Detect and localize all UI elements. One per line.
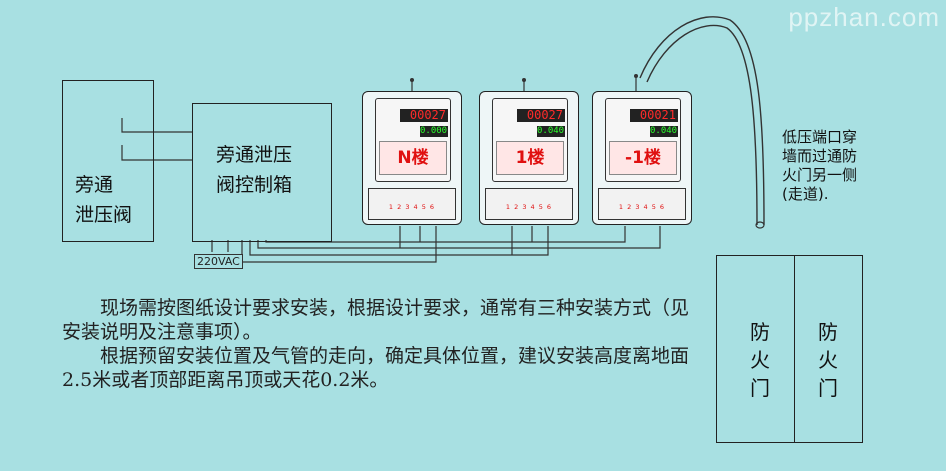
fire-door-left-char: 火	[750, 348, 770, 372]
fire-door	[716, 255, 863, 443]
pipe-note-line2: 墙而过通防	[782, 147, 858, 165]
terminal-block: 1 2 3 4 5 6	[485, 188, 573, 220]
red-display: 00027	[517, 109, 565, 122]
floor-label: 1楼	[496, 141, 564, 175]
fire-door-left-char: 防	[750, 320, 770, 344]
control-box-label-line2: 阀控制箱	[216, 174, 293, 196]
terminal-numbers: 1 2 3 4 5 6	[388, 203, 436, 211]
fire-door-left-label: 防 火 门	[748, 318, 772, 402]
terminal-block: 1 2 3 4 5 6	[598, 188, 686, 220]
fire-door-right-char: 门	[818, 376, 838, 400]
device-panel: 00027 0.000 N楼	[375, 98, 451, 182]
fire-door-right-char: 防	[818, 320, 838, 344]
bypass-valve-label-line1: 旁通	[75, 174, 114, 196]
green-display: 0.000	[420, 126, 448, 137]
instruction-paragraph-1: 现场需按图纸设计要求安装，根据设计要求，通常有三种安装方式（见安装说明及注意事项…	[62, 297, 690, 343]
fire-door-divider	[794, 256, 795, 442]
green-display: 0.040	[650, 126, 678, 137]
installation-instructions: 现场需按图纸设计要求安装，根据设计要求，通常有三种安装方式（见安装说明及注意事项…	[62, 296, 702, 392]
bypass-valve-label-line2: 泄压阀	[75, 204, 133, 226]
pipe-note-line3: 火门另一侧	[782, 166, 858, 184]
watermark-text: ppzhan.com	[788, 2, 940, 32]
instruction-paragraph-2: 根据预留安装位置及气管的走向，确定具体位置，建议安装高度离地面2.5米或者顶部距…	[62, 345, 690, 391]
floor-label: -1楼	[609, 141, 677, 175]
control-box-label-line1: 旁通泄压	[216, 144, 293, 166]
fire-door-left-char: 门	[750, 376, 770, 400]
pipe-note-line1: 低压端口穿	[782, 128, 858, 146]
green-display: 0.040	[537, 126, 565, 137]
monitor-device-minus1: 00021 0.040 -1楼 1 2 3 4 5 6	[592, 91, 692, 225]
pipe-note-line4: (走道).	[782, 185, 829, 203]
pipe-note: 低压端口穿 墙而过通防 火门另一侧 (走道).	[782, 128, 857, 204]
control-box	[192, 103, 332, 242]
bypass-valve	[62, 80, 154, 242]
device-panel: 00027 0.040 1楼	[492, 98, 568, 182]
terminal-numbers: 1 2 3 4 5 6	[618, 203, 666, 211]
fire-door-right-label: 防 火 门	[816, 318, 840, 402]
red-display: 00021	[630, 109, 678, 122]
red-display: 00027	[400, 109, 448, 122]
terminal-block: 1 2 3 4 5 6	[368, 188, 456, 220]
fire-door-right-char: 火	[818, 348, 838, 372]
floor-label: N楼	[379, 141, 447, 175]
power-label: 220VAC	[194, 254, 243, 269]
monitor-device-n: 00027 0.000 N楼 1 2 3 4 5 6	[362, 91, 462, 225]
terminal-numbers: 1 2 3 4 5 6	[505, 203, 553, 211]
device-panel: 00021 0.040 -1楼	[605, 98, 681, 182]
monitor-device-1: 00027 0.040 1楼 1 2 3 4 5 6	[479, 91, 579, 225]
